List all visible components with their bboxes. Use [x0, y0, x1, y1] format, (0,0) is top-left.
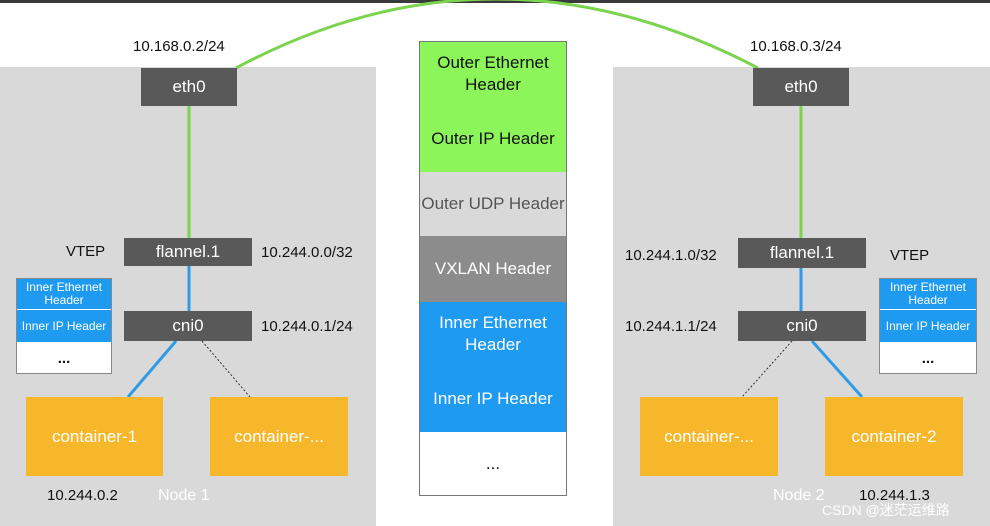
node2-cni-container1-link — [741, 340, 793, 398]
node1-cni: cni0 — [124, 311, 252, 341]
node1-cni-container1-link — [126, 340, 178, 398]
node2-name: Node 2 — [773, 487, 825, 504]
node2-flannel-ip: 10.244.1.0/32 — [625, 247, 717, 264]
outer-ethernet-header: Outer Ethernet Header — [420, 42, 566, 106]
node1-mini-ellipsis: ... — [57, 349, 71, 367]
node1-mini-inner-ethernet: Inner Ethernet Header — [17, 279, 111, 310]
node1-container-ip: 10.244.0.2 — [47, 487, 118, 504]
node1-eth0-ip: 10.168.0.2/24 — [133, 38, 225, 55]
outer-ip-header: Outer IP Header — [420, 106, 566, 172]
node1-flannel: flannel.1 — [124, 238, 252, 266]
node2-mini-inner-ethernet: Inner Ethernet Header — [880, 279, 976, 310]
node2-flannel: flannel.1 — [738, 238, 866, 268]
node1-container-2: container-... — [210, 397, 348, 476]
node1-container-1: container-1 — [26, 397, 163, 476]
node2-vtep-label: VTEP — [890, 247, 930, 264]
inner-ip-header: Inner IP Header — [420, 366, 566, 432]
node2-eth0-ip: 10.168.0.3/24 — [750, 38, 842, 55]
top-border — [0, 0, 990, 3]
node1-mini-inner-ip: Inner IP Header — [17, 310, 111, 343]
node2-container-1: container-... — [640, 397, 778, 476]
inner-ethernet-header: Inner Ethernet Header — [420, 302, 566, 366]
eth0-link-arc — [235, 0, 759, 70]
node2-mini-inner-ip: Inner IP Header — [880, 310, 976, 343]
outer-udp-header: Outer UDP Header — [420, 172, 566, 236]
node2-mini-ellipsis: ... — [921, 349, 935, 367]
node1-inner-header-stack: Inner Ethernet Header Inner IP Header ..… — [16, 278, 112, 374]
node1-name: Node 1 — [158, 487, 210, 504]
watermark: CSDN @迷茫运维路 — [822, 502, 950, 518]
node2-container-ip: 10.244.1.3 — [859, 487, 930, 504]
node2-eth0: eth0 — [753, 68, 849, 106]
node2-container-2: container-2 — [825, 397, 963, 476]
packet-ellipsis: ... — [420, 432, 566, 495]
node1-eth0: eth0 — [141, 68, 237, 106]
node1-vtep-label: VTEP — [66, 243, 106, 260]
node2-cni-container2-link — [810, 340, 864, 398]
vxlan-header: VXLAN Header — [420, 236, 566, 302]
node1-flannel-ip: 10.244.0.0/32 — [261, 244, 353, 261]
node2-cni-ip: 10.244.1.1/24 — [625, 318, 717, 335]
node2-cni: cni0 — [738, 311, 866, 341]
vxlan-packet-structure: Outer Ethernet Header Outer IP Header Ou… — [419, 41, 567, 496]
node1-cni-container2-link — [201, 340, 251, 398]
node2-inner-header-stack: Inner Ethernet Header Inner IP Header ..… — [879, 278, 977, 374]
node1-cni-ip: 10.244.0.1/24 — [261, 318, 353, 335]
